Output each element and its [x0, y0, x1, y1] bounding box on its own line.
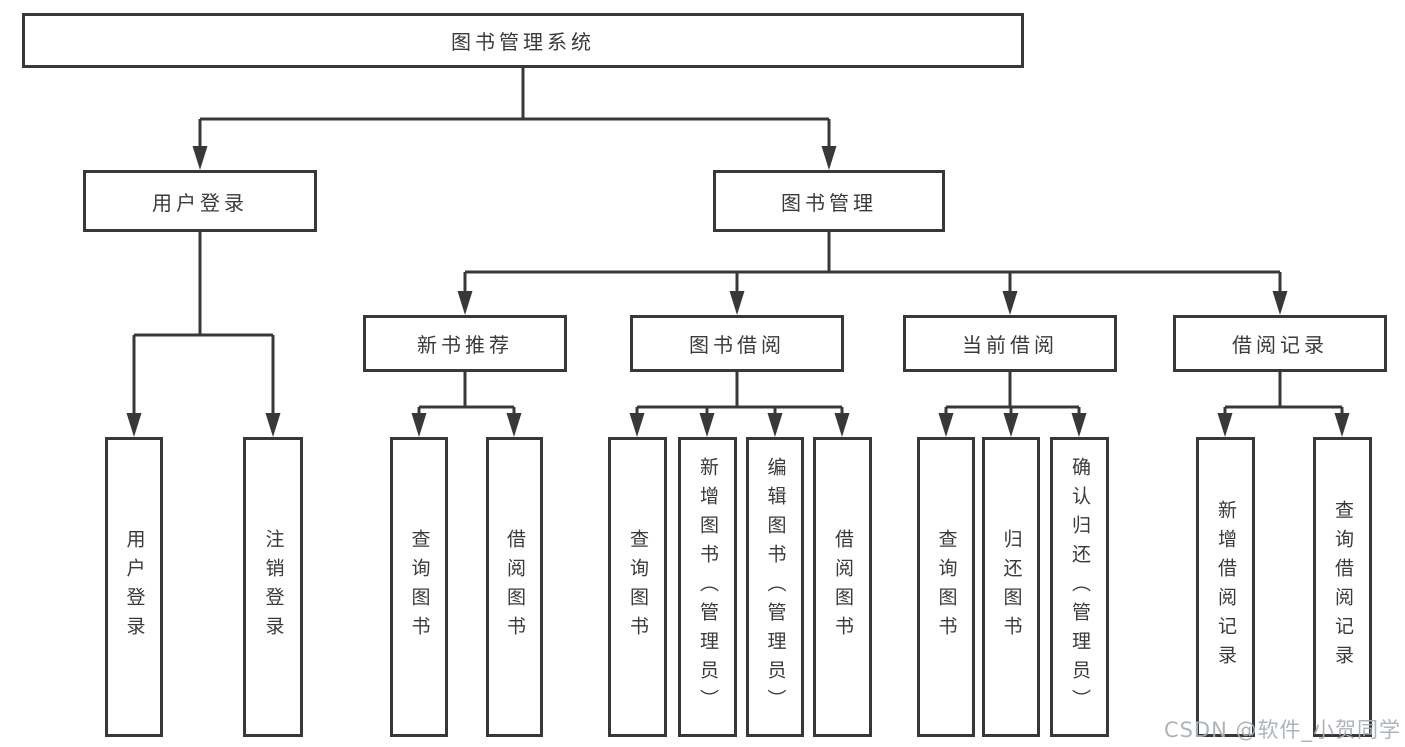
connector-path — [132, 68, 1344, 415]
node-bb-borrow-books-label: 借阅图书 — [832, 529, 854, 645]
node-book-mgmt-label: 图书管理 — [781, 190, 877, 215]
node-cb-return-books-label: 归还图书 — [1000, 529, 1023, 645]
node-cb-confirm-return-admin-label: 确认归还（管理员） — [1069, 456, 1091, 718]
node-bb-borrow-books: 借阅图书 — [813, 437, 872, 737]
arrowhead-down-icon — [1002, 291, 1018, 315]
node-bb-edit-books-admin: 编辑图书（管理员） — [746, 437, 804, 737]
node-book-mgmt: 图书管理 — [713, 170, 945, 232]
arrowhead-down-icon — [126, 413, 142, 437]
node-current-borrow-label: 当前借阅 — [962, 333, 1058, 357]
node-leaf-logout-label: 注销登录 — [262, 529, 285, 645]
arrowhead-down-icon — [192, 146, 208, 170]
node-user-login-label: 用户登录 — [152, 190, 248, 215]
node-rec-query-books: 查询图书 — [390, 437, 448, 737]
arrowhead-down-icon — [1071, 413, 1087, 437]
node-rec-borrow-books: 借阅图书 — [486, 437, 543, 737]
node-borrow-record-label: 借阅记录 — [1232, 333, 1328, 357]
node-root-label: 图书管理系统 — [451, 30, 595, 54]
node-book-borrow-label: 图书借阅 — [689, 333, 785, 357]
arrowhead-down-icon — [629, 413, 645, 437]
node-bb-add-books-admin: 新增图书（管理员） — [678, 437, 737, 737]
arrowhead-down-icon — [457, 291, 473, 315]
node-bb-edit-books-admin-label: 编辑图书（管理员） — [764, 456, 787, 718]
node-leaf-user-login: 用户登录 — [105, 437, 163, 737]
node-bb-query-books-label: 查询图书 — [627, 529, 649, 645]
arrowhead-down-icon — [1272, 291, 1288, 315]
arrowhead-down-icon — [1217, 413, 1233, 437]
node-cb-return-books: 归还图书 — [982, 437, 1040, 737]
node-cb-query-books-label: 查询图书 — [935, 529, 958, 645]
node-br-query-record-label: 查询借阅记录 — [1332, 500, 1354, 674]
node-book-borrow: 图书借阅 — [630, 315, 844, 372]
node-br-add-record: 新增借阅记录 — [1196, 437, 1255, 737]
node-borrow-record: 借阅记录 — [1173, 315, 1387, 372]
node-cb-confirm-return-admin: 确认归还（管理员） — [1050, 437, 1109, 737]
node-bb-add-books-admin-label: 新增图书（管理员） — [697, 456, 719, 718]
node-br-query-record: 查询借阅记录 — [1313, 437, 1372, 737]
arrowhead-down-icon — [699, 413, 715, 437]
arrowheads — [126, 146, 1350, 437]
arrowhead-down-icon — [506, 413, 522, 437]
arrowhead-down-icon — [265, 413, 281, 437]
arrowhead-down-icon — [821, 146, 837, 170]
node-new-rec: 新书推荐 — [363, 315, 567, 372]
node-user-login: 用户登录 — [83, 170, 317, 232]
arrowhead-down-icon — [729, 291, 745, 315]
node-bb-query-books: 查询图书 — [608, 437, 667, 737]
node-leaf-user-login-label: 用户登录 — [123, 529, 146, 645]
arrowhead-down-icon — [411, 413, 427, 437]
node-br-add-record-label: 新增借阅记录 — [1215, 500, 1237, 674]
node-rec-query-books-label: 查询图书 — [408, 529, 431, 645]
arrowhead-down-icon — [1003, 413, 1019, 437]
node-new-rec-label: 新书推荐 — [417, 333, 513, 357]
arrowhead-down-icon — [767, 413, 783, 437]
arrowhead-down-icon — [1334, 413, 1350, 437]
node-current-borrow: 当前借阅 — [903, 315, 1117, 372]
watermark: CSDN @软件_小贺同学 — [1163, 718, 1401, 742]
node-leaf-logout: 注销登录 — [243, 437, 303, 737]
arrowhead-down-icon — [938, 413, 954, 437]
node-rec-borrow-books-label: 借阅图书 — [504, 529, 526, 645]
arrowhead-down-icon — [834, 413, 850, 437]
node-cb-query-books: 查询图书 — [917, 437, 975, 737]
node-root: 图书管理系统 — [22, 13, 1024, 68]
